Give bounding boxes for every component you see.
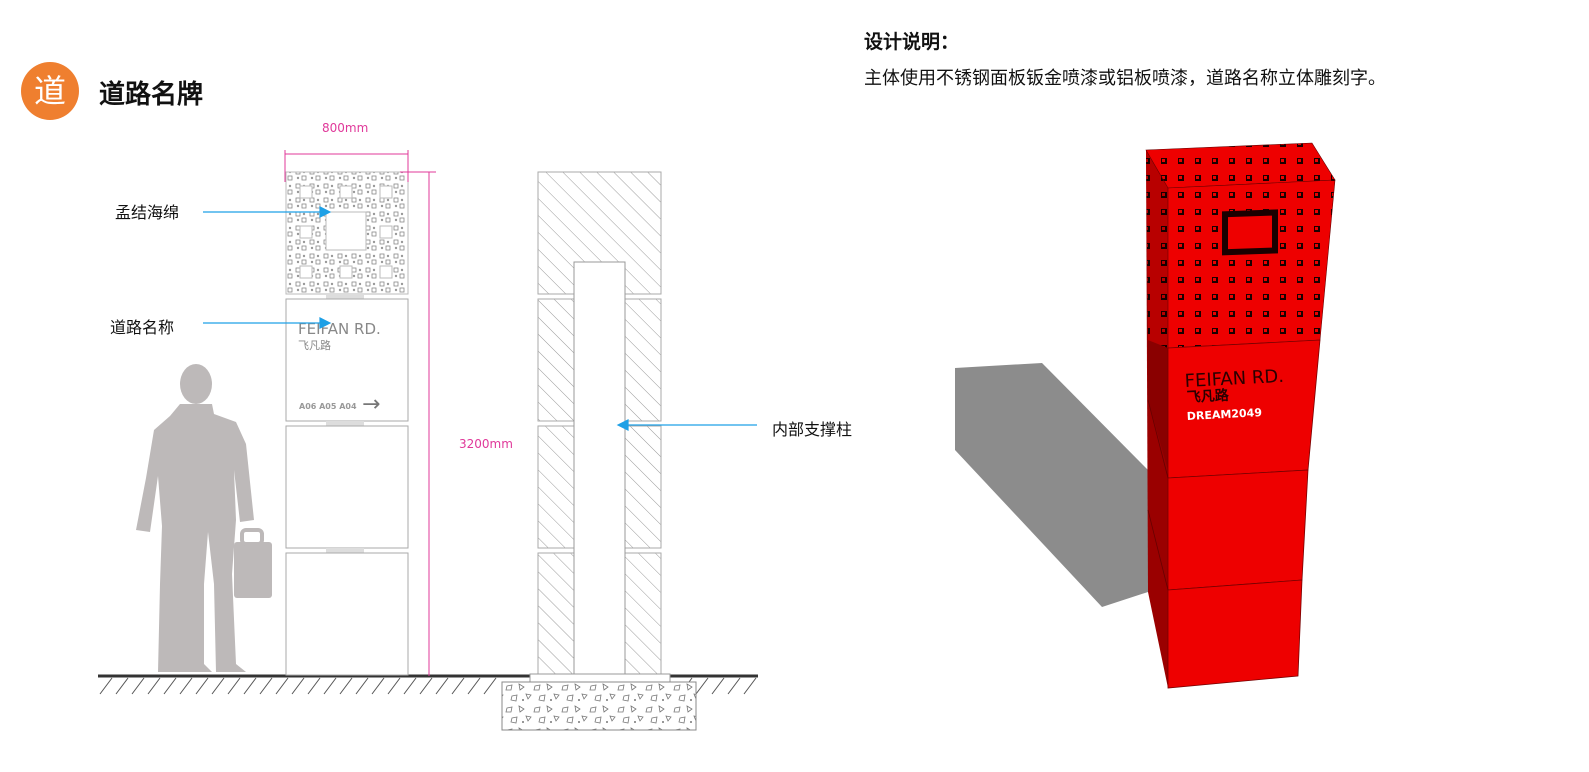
human-silhouette <box>136 364 272 672</box>
rendering-road-cn: 飞凡路 <box>1186 387 1230 406</box>
description-text: 主体使用不锈钢面板钣金喷漆或铝板喷漆，道路名称立体雕刻字。 <box>864 68 1386 89</box>
blank-panel-lower <box>285 552 409 676</box>
height-dimension <box>400 171 436 676</box>
height-label: 3200mm <box>459 437 513 451</box>
blank-panel-upper <box>285 425 409 549</box>
shadow <box>955 363 1148 607</box>
width-label: 800mm <box>322 121 368 135</box>
callout-road-name: 道路名称 <box>110 318 175 337</box>
callout-sponge: 孟结海绵 <box>115 203 180 222</box>
sign-road-en: FEIFAN RD. <box>298 320 381 338</box>
sign-elevation: FEIFAN RD. 飞凡路 A06 A05 A04 → <box>285 171 409 676</box>
leader-lines <box>203 206 757 431</box>
page-title: 道路名牌 <box>99 80 204 110</box>
foundation <box>501 681 697 731</box>
callout-inner-column: 内部支撑柱 <box>772 420 853 439</box>
sign-3d-rendering: FEIFAN RD. 飞凡路 DREAM2049 <box>955 142 1336 689</box>
section-badge: 道 <box>21 62 79 120</box>
sign-road-cn: 飞凡路 <box>298 339 331 352</box>
width-dimension <box>284 150 409 182</box>
sign-unit-numbers: A06 A05 A04 <box>299 402 357 411</box>
rendering-brand: DREAM2049 <box>1186 406 1262 423</box>
road-name-panel <box>285 298 409 422</box>
sign-section <box>501 171 697 731</box>
rendering-road-en: FEIFAN RD. <box>1184 366 1284 392</box>
inner-column <box>573 261 626 677</box>
description-title: 设计说明： <box>864 31 960 53</box>
sign-arrow: → <box>362 392 380 417</box>
